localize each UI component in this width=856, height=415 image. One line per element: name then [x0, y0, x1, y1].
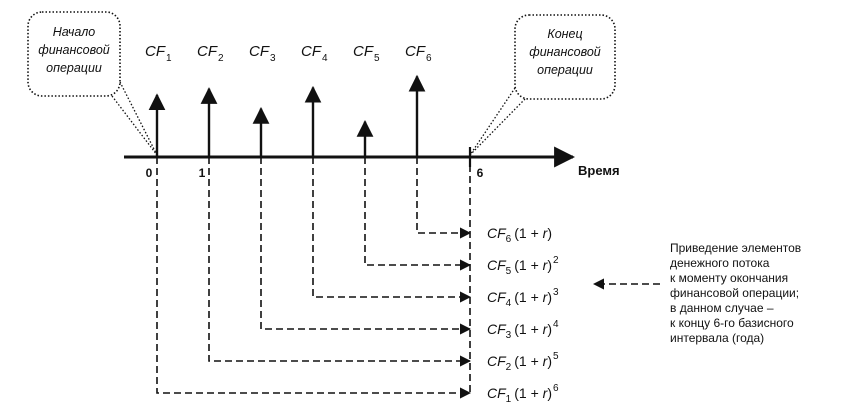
compounding-path-4 [312, 157, 472, 303]
legend-line-5: в данном случае – [670, 301, 774, 315]
future-value-expr-1: CF1(1 + r)6 [487, 383, 559, 405]
tick-label-1: 1 [199, 166, 206, 180]
compounding-paths [156, 157, 472, 399]
future-value-expressions: CF1(1 + r)6 CF2(1 + r)5 CF3(1 + r)4 CF4(1 +… [487, 225, 559, 405]
future-value-expr-4: CF4(1 + r)3 [487, 287, 559, 309]
future-value-expr-2: CF2(1 + r)5 [487, 351, 559, 373]
future-value-expr-3: CF3(1 + r)4 [487, 319, 559, 341]
end-callout: Конец финансовой операции [469, 14, 616, 156]
compounding-path-1 [156, 157, 472, 399]
compounding-path-5 [364, 157, 472, 271]
cash-flow-label-1: CF1 [145, 43, 172, 64]
legend-line-6: к концу 6-го базисного [670, 316, 794, 330]
end-callout-line-1: Конец [547, 27, 582, 41]
future-value-expr-6: CF6(1 + r) [487, 225, 552, 245]
legend-line-3: к моменту окончания [670, 271, 788, 285]
future-value-expr-5: CF5(1 + r)2 [487, 255, 559, 277]
compounding-path-6 [416, 157, 472, 239]
legend-line-2: денежного потока [670, 256, 770, 270]
cash-flow-label-2: CF2 [197, 43, 224, 64]
cash-flow-label-5: CF5 [353, 43, 380, 64]
start-callout: Начало финансовой операции [27, 11, 158, 156]
axis-label: Время [578, 163, 620, 178]
start-callout-line-2: финансовой [38, 43, 110, 57]
compounding-path-3 [260, 157, 472, 335]
end-callout-line-2: финансовой [529, 45, 601, 59]
compounding-path-2 [208, 157, 472, 367]
legend-line-7: интервала (года) [670, 331, 764, 345]
start-callout-line-3: операции [46, 61, 102, 75]
cash-flow-label-4: CF4 [301, 43, 328, 64]
tick-label-6: 6 [477, 166, 484, 180]
cash-flow-label-6: CF6 [405, 43, 432, 64]
cash-flows: CF1 CF2 CF3 CF4 CF5 CF6 [145, 43, 432, 157]
cash-flow-label-3: CF3 [249, 43, 276, 64]
end-callout-line-3: операции [537, 63, 593, 77]
legend-line-1: Приведение элементов [670, 241, 801, 255]
tick-label-0: 0 [146, 166, 153, 180]
start-callout-line-1: Начало [53, 25, 95, 39]
legend-line-4: финансовой операции; [670, 286, 799, 300]
